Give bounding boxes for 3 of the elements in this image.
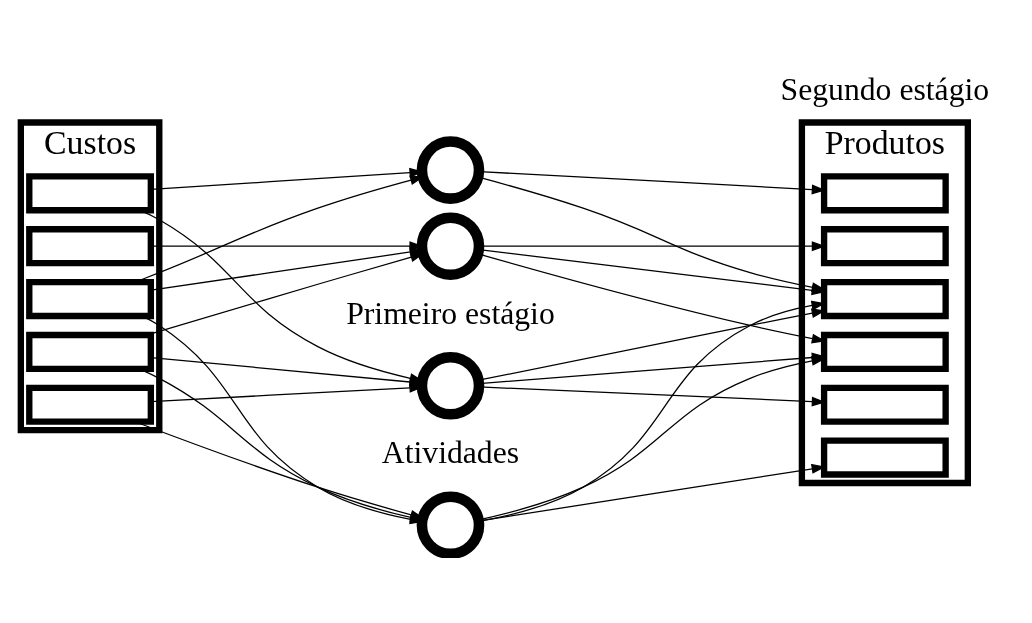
label: Segundo estágio [780, 71, 990, 107]
label: Primeiro estágio [346, 295, 555, 331]
label: Atividades [381, 434, 520, 470]
